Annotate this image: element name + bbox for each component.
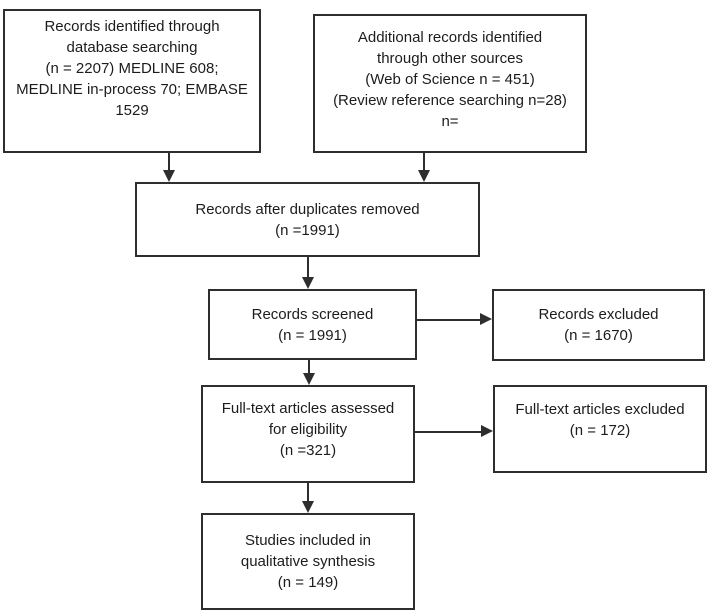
box-text-line: (n = 1670) (564, 327, 633, 344)
box-text-line: (n =1991) (275, 221, 340, 239)
flow-box-additional-records-other-sources: Additional records identified through ot… (313, 14, 587, 153)
flow-box-records-identified-database: Records identified through database sear… (3, 9, 261, 153)
box-text-line: Full-text articles assessed (221, 400, 395, 417)
arrow-screened-to-fulltext-line (308, 360, 310, 374)
box-text-line: Full-text articles excluded (515, 401, 685, 418)
arrow-duplicates-to-screened-head (302, 277, 314, 289)
arrow-database-to-duplicates-head (163, 170, 175, 182)
box-text-line: (n = 149) (277, 574, 339, 591)
flow-box-records-excluded: Records excluded (n = 1670) (492, 289, 705, 361)
box-text-line: Records excluded (538, 306, 659, 323)
flow-box-records-after-duplicates-removed: Records after duplicates removed (n =199… (135, 182, 480, 257)
box-text-line: n= (441, 113, 459, 130)
arrow-othersources-to-duplicates-line (423, 153, 425, 171)
box-text-line: (n = 172) (569, 422, 631, 439)
box-text-line: Records after duplicates removed (195, 200, 420, 218)
box-text-line: (Review reference searching n=28) (333, 92, 567, 109)
arrow-duplicates-to-screened-line (307, 257, 309, 278)
flow-box-fulltext-articles-excluded: Full-text articles excluded (n = 172) (493, 385, 707, 473)
flow-box-fulltext-articles-assessed: Full-text articles assessed for eligibil… (201, 385, 415, 483)
arrow-screened-to-excluded-line (417, 319, 481, 321)
box-text-line: for eligibility (268, 421, 348, 438)
box-text-line: through other sources (377, 50, 523, 67)
box-text-line: MEDLINE in-process 70; EMBASE (16, 81, 248, 98)
arrow-fulltext-to-fulltextexcluded-head (481, 425, 493, 437)
arrow-fulltext-to-included-head (302, 501, 314, 513)
arrow-othersources-to-duplicates-head (418, 170, 430, 182)
box-text-line: Records screened (251, 305, 374, 323)
flow-box-studies-included-qualitative: Studies included in qualitative synthesi… (201, 513, 415, 610)
box-text-line: Records identified through (44, 18, 220, 35)
arrow-screened-to-excluded-head (480, 313, 492, 325)
box-text-line: (n = 2207) MEDLINE 608; (45, 60, 219, 77)
box-text-line: Studies included in (245, 532, 371, 549)
arrow-database-to-duplicates-line (168, 153, 170, 171)
arrow-fulltext-to-included-line (307, 483, 309, 502)
flow-box-records-screened: Records screened (n = 1991) (208, 289, 417, 360)
box-text-line: (n = 1991) (278, 326, 347, 344)
arrow-fulltext-to-fulltextexcluded-line (415, 431, 482, 433)
arrow-screened-to-fulltext-head (303, 373, 315, 385)
box-text-line: database searching (66, 39, 198, 56)
box-text-line: qualitative synthesis (240, 553, 376, 570)
box-text-line: (Web of Science n = 451) (365, 71, 535, 88)
box-text-line: Additional records identified (357, 29, 543, 46)
box-text-line: (n =321) (279, 442, 337, 459)
box-text-line: 1529 (115, 102, 149, 119)
